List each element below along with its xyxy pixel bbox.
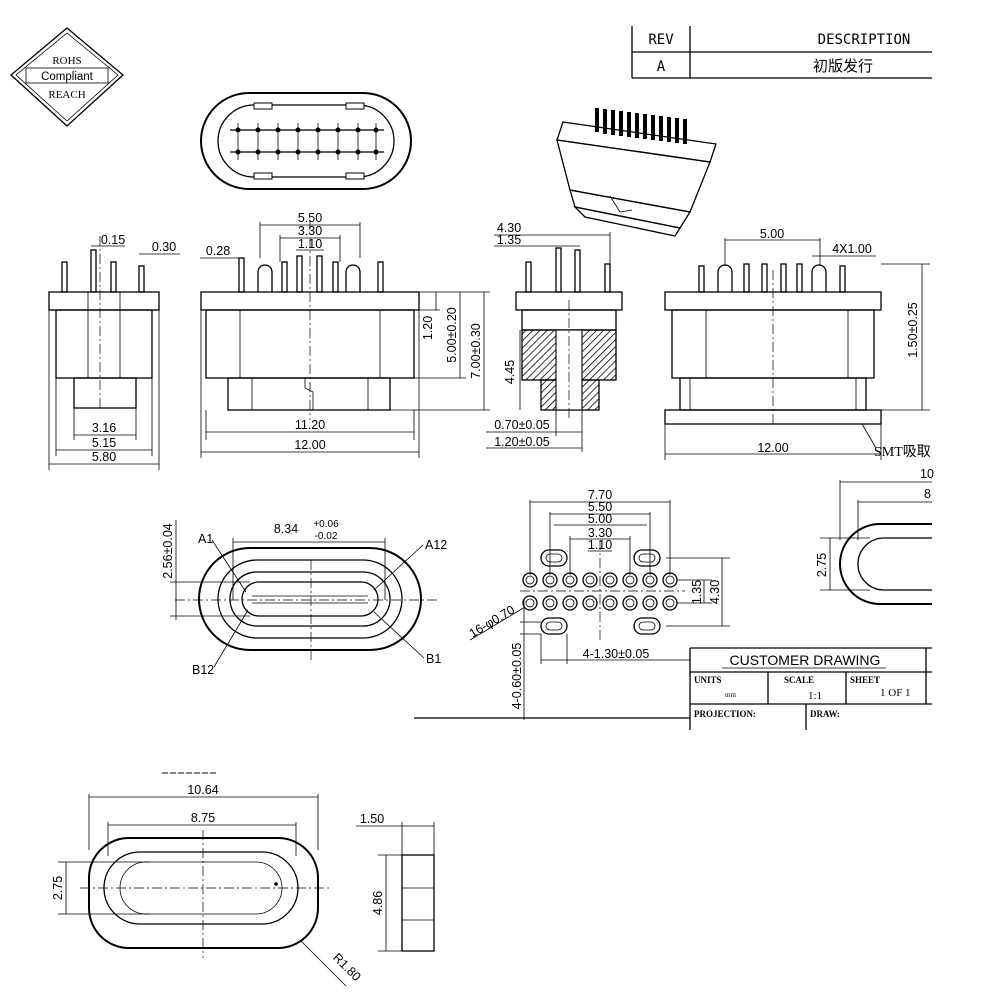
logo-compliant: Compliant <box>41 71 94 83</box>
dim-section-4.45: 4.45 <box>503 360 517 384</box>
dim-pcb-1.35: 1.35 <box>690 580 704 604</box>
dim-pcb-4-0.60: 4-0.60±0.05 <box>510 643 524 710</box>
dim-rear-12.00: 12.00 <box>757 441 788 455</box>
dim-side-3.16: 3.16 <box>92 421 116 435</box>
dim-pcb-5.50: 5.50 <box>588 500 612 514</box>
dim-front-7.00: 7.00±0.30 <box>469 323 483 379</box>
label-A12: A12 <box>425 538 447 552</box>
projection-label: PROJECTION: <box>694 709 756 719</box>
dim-partial-8: 8 <box>924 487 931 501</box>
dim-pcb-5.00: 5.00 <box>588 512 612 526</box>
dim-side-0.30: 0.30 <box>152 240 176 254</box>
oval-slots <box>540 549 661 635</box>
label-B12: B12 <box>192 663 214 677</box>
label-A1: A1 <box>198 532 213 546</box>
dim-section-1.35: 1.35 <box>497 233 521 247</box>
dim-pcb-4-1.30: 4-1.30±0.05 <box>583 647 650 661</box>
units-value: mm <box>725 691 736 699</box>
smt-label: SMT吸取 <box>874 445 931 460</box>
logo-rohs: ROHS <box>52 55 81 67</box>
dim-seal-8.75: 8.75 <box>191 811 215 825</box>
dim-front-5.00: 5.00±0.20 <box>445 307 459 363</box>
dim-seal-1.50: 1.50 <box>360 812 384 826</box>
dim-partial-10: 10 <box>920 467 934 481</box>
rev-header: REV <box>648 32 674 48</box>
scale-value: 1:1 <box>808 690 822 702</box>
pin-row <box>235 123 379 160</box>
isometric-pins <box>595 108 687 144</box>
dim-pcb-1.10: 1.10 <box>588 538 612 552</box>
description-header: DESCRIPTION <box>818 32 911 48</box>
logo-reach: REACH <box>48 89 85 101</box>
seal-view: 10.64 8.75 2.75 R1.80 1.50 4.86 <box>51 772 435 987</box>
dim-face-2.56: 2.56±0.04 <box>161 523 175 579</box>
face-view: 8.34 +0.06 -0.02 2.56±0.04 A1 A12 B12 B1 <box>161 519 447 677</box>
sheet-value: 1 OF 1 <box>880 687 911 699</box>
dim-partial-2.75: 2.75 <box>815 553 829 577</box>
side-view: 0.15 0.30 3.16 5.15 5.80 <box>48 233 180 470</box>
title-block: CUSTOMER DRAWING UNITS mm SCALE 1:1 SHEE… <box>414 647 932 730</box>
dim-face-tol-up: +0.06 <box>313 519 339 530</box>
dim-pcb-4.30: 4.30 <box>708 580 722 604</box>
scale-label: SCALE <box>784 675 814 685</box>
front-view: 5.50 3.30 1.10 0.28 1.20 5.00±0.20 7.00±… <box>200 211 490 458</box>
dim-section-0.70: 0.70±0.05 <box>494 418 550 432</box>
dim-pcb-3.30: 3.30 <box>588 526 612 540</box>
dim-rear-5.00: 5.00 <box>760 227 784 241</box>
top-oval-view <box>200 92 412 190</box>
dim-pcb-7.70: 7.70 <box>588 488 612 502</box>
dim-front-1.10: 1.10 <box>298 237 322 251</box>
rear-view: 5.00 4X1.00 1.50±0.25 12.00 SMT吸取 <box>664 227 931 460</box>
pad-row-bottom <box>522 595 678 611</box>
dim-seal-2.75: 2.75 <box>51 876 65 900</box>
sheet-label: SHEET <box>850 675 880 685</box>
dim-face-8.34: 8.34 <box>274 522 298 536</box>
dim-pcb-16-pads: 16-φ0.70 <box>467 603 518 641</box>
label-B1: B1 <box>426 652 441 666</box>
dim-front-1.20: 1.20 <box>421 316 435 340</box>
isometric-3d-view <box>556 108 717 237</box>
dim-side-0.15: 0.15 <box>101 233 125 247</box>
dim-seal-10.64: 10.64 <box>187 783 218 797</box>
dim-section-1.20: 1.20±0.05 <box>494 435 550 449</box>
dim-front-3.30: 3.30 <box>298 224 322 238</box>
dim-seal-R1.80: R1.80 <box>330 950 364 984</box>
title-customer-drawing: CUSTOMER DRAWING <box>730 652 881 668</box>
dim-seal-4.86: 4.86 <box>371 891 385 915</box>
dim-side-5.80: 5.80 <box>92 450 116 464</box>
dim-front-5.50: 5.50 <box>298 211 322 225</box>
dim-front-11.20: 11.20 <box>295 418 325 432</box>
pcb-layout: 7.70 5.50 5.00 3.30 1.10 1.35 4.30 16-φ0… <box>467 488 730 720</box>
partial-seal-view: 10 8 2.75 <box>815 467 934 605</box>
revision-table: REV DESCRIPTION A 初版发行 <box>631 26 932 79</box>
section-view: 4.30 1.35 4.45 0.70±0.05 1.20±0.05 <box>486 221 623 452</box>
dim-side-5.15: 5.15 <box>92 436 116 450</box>
dim-face-tol-dn: -0.02 <box>315 531 338 542</box>
dim-rear-4x1.00: 4X1.00 <box>832 242 872 256</box>
description-value: 初版发行 <box>813 58 873 75</box>
dim-section-4.30: 4.30 <box>497 221 521 235</box>
units-label: UNITS <box>694 675 722 685</box>
dim-front-12.00: 12.00 <box>294 438 325 452</box>
draw-label: DRAW: <box>810 709 840 719</box>
dim-front-0.28: 0.28 <box>206 244 230 258</box>
rohs-reach-logo: ROHS Compliant REACH <box>10 27 124 127</box>
dim-rear-1.50: 1.50±0.25 <box>906 302 920 358</box>
rev-value: A <box>657 59 666 75</box>
